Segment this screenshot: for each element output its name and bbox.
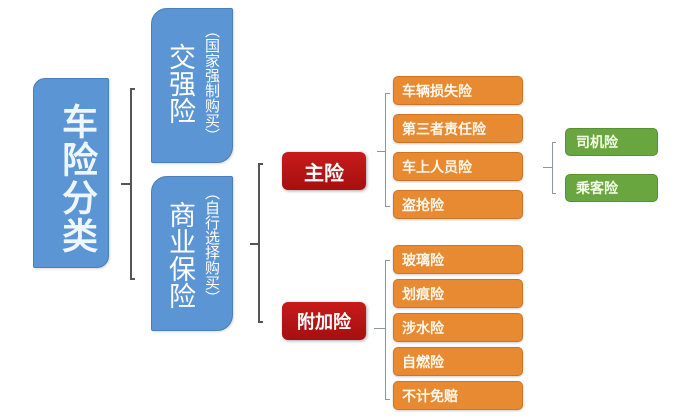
bracket-connector (121, 183, 130, 185)
item-label: 第三者责任险 (402, 121, 486, 138)
bracket-tick (385, 399, 390, 400)
addon-item-flood: 涉水险 (393, 313, 523, 342)
main-item-vehicle-damage: 车辆损失险 (393, 76, 523, 105)
category-note: （国家强制购买） (203, 23, 221, 143)
bracket-connector (377, 151, 385, 152)
addon-insurance-node: 附加险 (282, 302, 366, 340)
subitem-passenger: 乘客险 (565, 174, 658, 202)
addon-item-no-deductible: 不计免赔 (393, 381, 523, 410)
bracket-passenger (552, 142, 553, 194)
bracket-tick (552, 142, 556, 143)
bracket-tick (258, 163, 263, 165)
bracket-addon (385, 260, 386, 400)
category-label: 交强险 (164, 43, 195, 124)
main-item-passenger: 车上人员险 (393, 152, 523, 181)
subitem-driver: 司机险 (565, 128, 658, 156)
item-label: 不计免赔 (402, 388, 458, 405)
bracket-connector (374, 328, 385, 329)
bracket-tick (385, 260, 390, 261)
bracket-main (385, 93, 386, 207)
addon-insurance-label: 附加险 (297, 312, 351, 333)
bracket-connector (250, 243, 258, 245)
main-insurance-node: 主险 (282, 152, 366, 190)
item-label: 涉水险 (402, 320, 444, 337)
category-commercial: 商业保险 （自行选择购买） (151, 176, 233, 331)
bracket-connector (543, 167, 552, 168)
bracket-tick (385, 93, 390, 94)
category-label: 商业保险 (164, 201, 195, 309)
root-label: 车险分类 (56, 103, 97, 255)
category-compulsory: 交强险 （国家强制购买） (151, 8, 233, 163)
bracket-tick (385, 206, 390, 207)
bracket-root (130, 88, 132, 280)
main-item-theft: 盗抢险 (393, 190, 523, 219)
bracket-tick (130, 278, 135, 280)
item-label: 玻璃险 (402, 252, 444, 269)
subitem-label: 司机险 (576, 135, 618, 151)
main-insurance-label: 主险 (304, 160, 344, 185)
item-label: 盗抢险 (402, 197, 444, 214)
item-label: 车辆损失险 (402, 83, 472, 100)
bracket-commercial (258, 163, 260, 323)
item-label: 划痕险 (402, 286, 444, 303)
category-note: （自行选择购买） (203, 185, 221, 305)
addon-item-self-ignition: 自燃险 (393, 347, 523, 376)
item-label: 车上人员险 (402, 159, 472, 176)
subitem-label: 乘客险 (576, 181, 618, 197)
addon-item-scratch: 划痕险 (393, 279, 523, 308)
main-item-third-party: 第三者责任险 (393, 114, 523, 143)
bracket-tick (552, 193, 556, 194)
bracket-tick (130, 88, 135, 90)
root-node-car-insurance: 车险分类 (33, 78, 109, 268)
item-label: 自燃险 (402, 354, 444, 371)
bracket-tick (258, 321, 263, 323)
addon-item-glass: 玻璃险 (393, 245, 523, 274)
